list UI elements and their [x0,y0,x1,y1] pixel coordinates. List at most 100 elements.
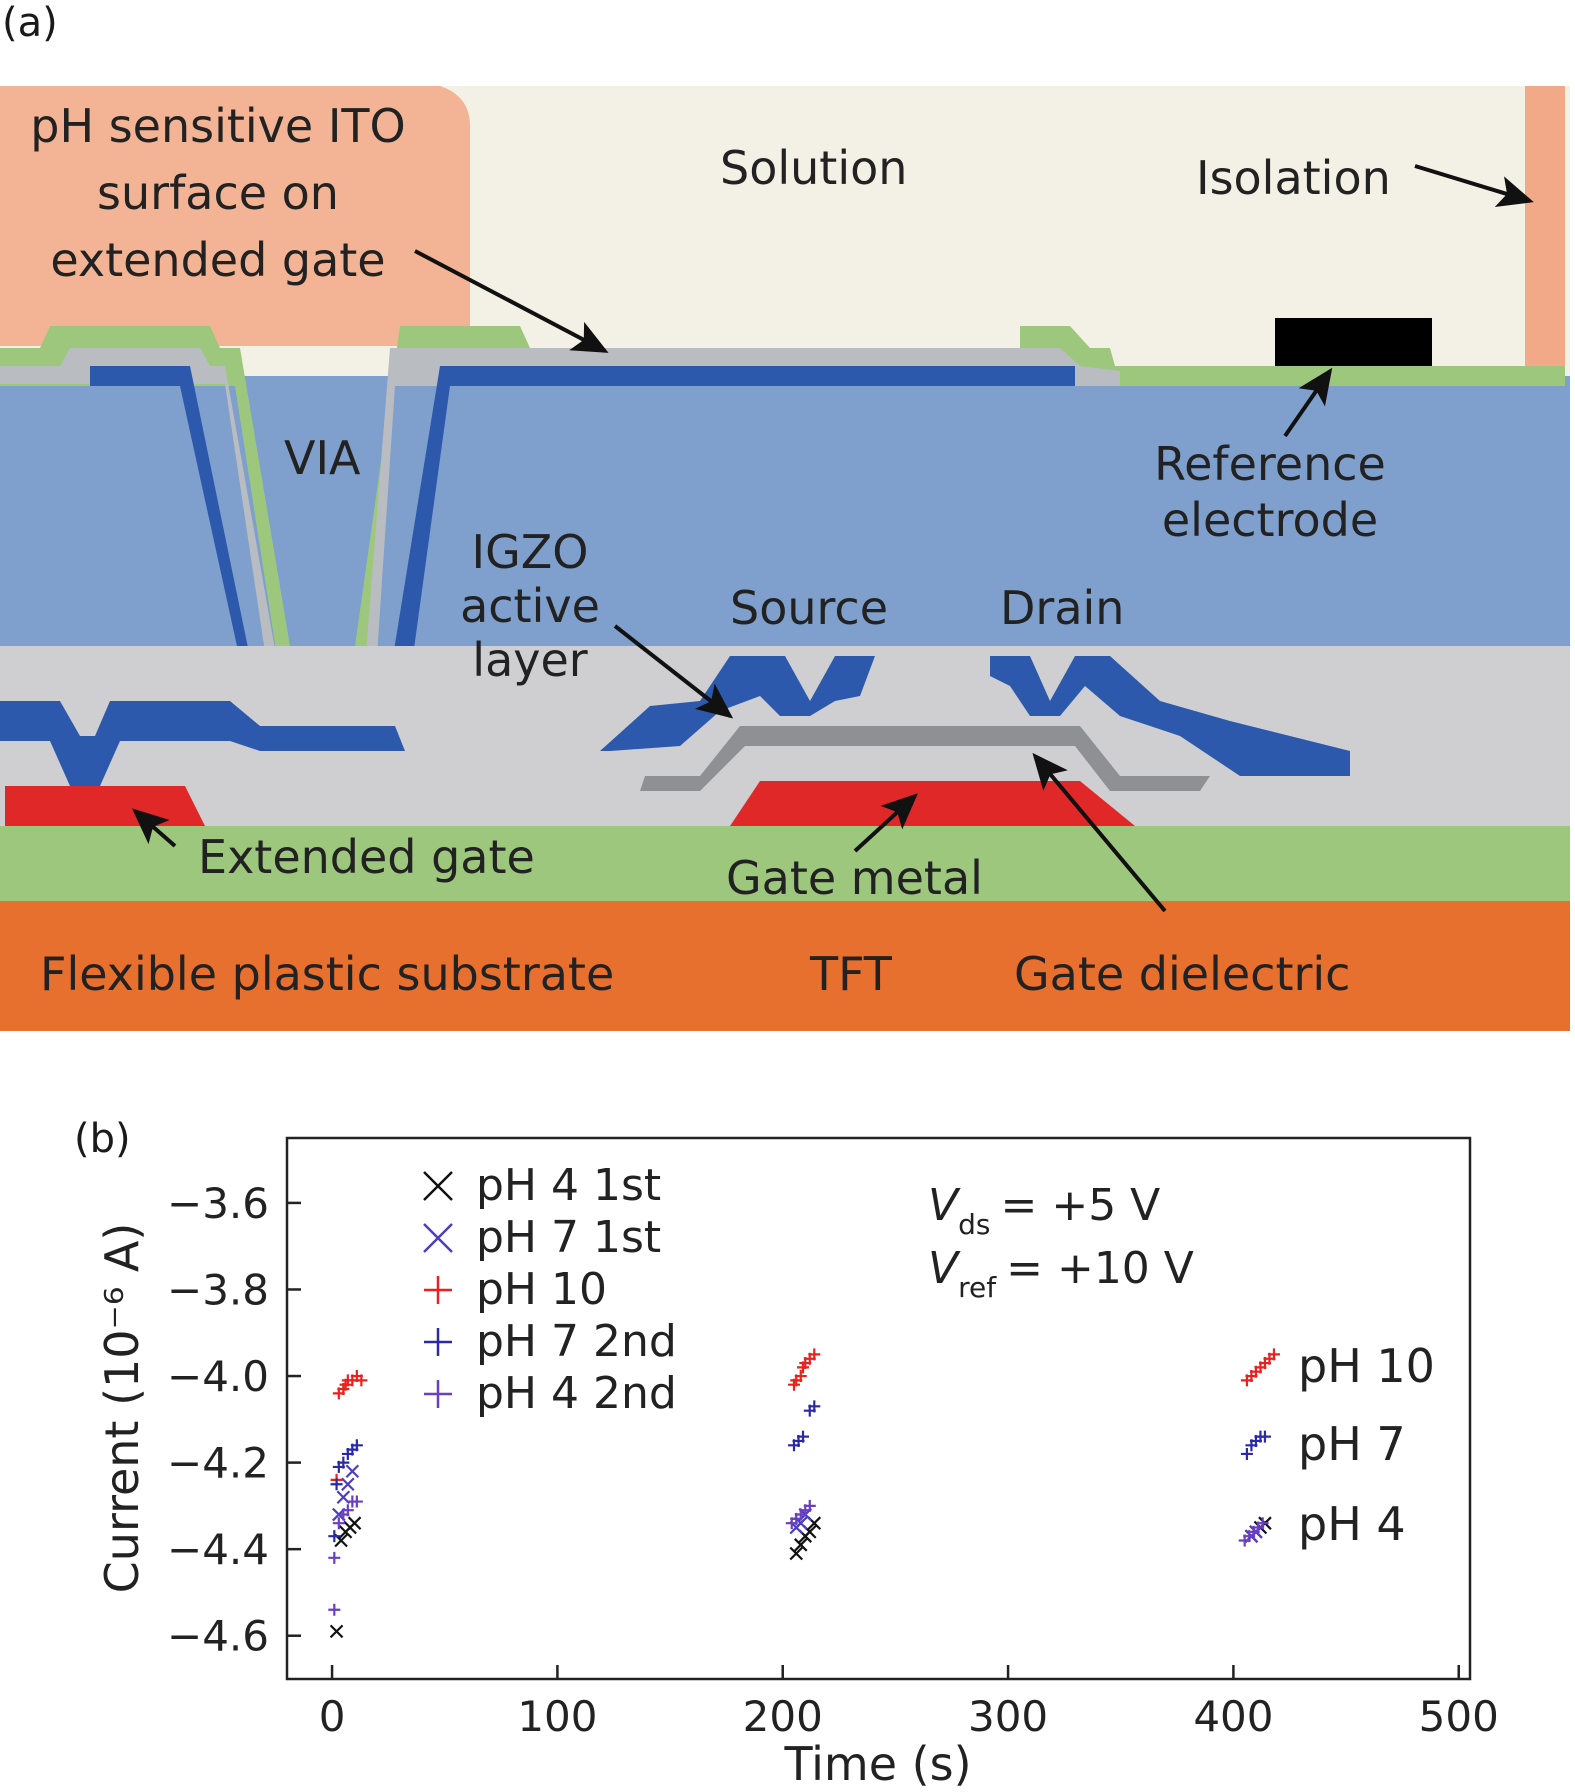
drain-metal [990,656,1350,776]
substrate-layer [0,901,1570,1031]
blue-metal-top [90,366,1075,751]
legend-label-0: pH 4 1st [476,1160,661,1211]
arrow-gate-dielectric [1032,752,1167,913]
condition-vref: Vref = +10 V [928,1243,1194,1304]
data-point-series-3 [808,1400,821,1413]
ito-label-pad [0,86,470,346]
data-point-series-3 [328,1530,341,1543]
device-cross-section [0,86,1570,1031]
label-gate-dielectric: Gate dielectric [1014,947,1351,1001]
x-tick-label: 500 [1419,1692,1499,1741]
group-label-ph4: pH 4 [1298,1497,1406,1551]
legend-label-1: pH 7 1st [476,1212,661,1263]
igzo-layer [640,726,1210,791]
data-point-series-0 [347,1516,362,1530]
label-tft: TFT [810,947,892,1001]
y-tick-label: −3.6 [167,1179,269,1228]
data-point-series-3 [337,1456,350,1469]
data-point-series-4 [328,1551,341,1564]
label-reference-line2: electrode [1161,493,1379,547]
data-point-series-0 [329,1624,344,1639]
y-axis-title: Current (10⁻⁶ A) [95,1223,149,1594]
cond2-val: = +10 V [1006,1243,1194,1294]
data-point-series-2 [1267,1348,1280,1361]
arrow-extended-gate [131,808,177,848]
current-vs-time-chart: −3.6 −3.8 −4.0 −4.2 −4.4 −4.6 0 100 200 300 400 50… [95,1136,1499,1791]
panel-b-label: (b) [74,1116,131,1162]
x-tick-label: 100 [517,1692,597,1741]
isolation-wall [1525,86,1565,371]
legend-label-2: pH 10 [476,1264,607,1315]
plot-frame [285,1136,1472,1681]
data-point-series-1 [345,1464,360,1479]
label-igzo-line2: active [460,579,600,633]
data-point-series-2 [808,1348,821,1361]
label-reference-line1: Reference [1154,437,1386,491]
legend-marker-2 [424,1276,452,1304]
label-isolation: Isolation [1196,151,1391,205]
data-point-series-4 [803,1499,816,1512]
arrow-reference [1283,367,1333,438]
label-source: Source [730,581,888,635]
label-via: VIA [284,431,361,485]
channel-bump [840,696,1010,726]
x-axis-title: Time (s) [783,1737,971,1791]
data-point-series-3 [350,1439,363,1452]
data-point-series-4 [341,1504,354,1517]
y-tick-label: −4.6 [167,1612,269,1661]
label-ito-line2: surface on [97,166,339,220]
data-point-series-3 [330,1478,343,1491]
data-point-series-0 [793,1538,808,1552]
data-point-series-3 [797,1430,810,1443]
label-igzo-line1: IGZO [471,525,589,579]
data-point-series-2 [355,1374,368,1387]
data-point-series-3 [1258,1430,1271,1443]
legend-marker-1 [423,1223,453,1253]
label-extended-gate: Extended gate [198,830,535,884]
cond2-sub: ref [958,1271,997,1304]
legend-label-3: pH 7 2nd [476,1316,677,1367]
legend-marker-3 [424,1328,452,1356]
cond2-var: V [928,1243,961,1294]
panel-a-label: (a) [2,0,58,46]
group-label-ph10: pH 10 [1298,1339,1435,1393]
extended-gate-red [5,786,205,826]
y-tick-label: −3.8 [167,1265,269,1314]
x-tick-label: 0 [319,1692,346,1741]
legend-marker-4 [424,1380,452,1408]
data-point-series-3 [1240,1447,1253,1460]
arrow-isolation [1414,164,1534,207]
label-igzo-line3: layer [472,633,588,687]
x-tick-label: 200 [743,1692,823,1741]
legend-label-4: pH 4 2nd [476,1368,677,1419]
data-point-series-4 [350,1495,363,1508]
data-point-series-4 [332,1517,345,1530]
cond1-var: V [928,1180,961,1231]
x-tick-label: 400 [1193,1692,1273,1741]
data-point-series-4 [1256,1517,1269,1530]
y-tick-label: −4.2 [167,1439,269,1488]
label-gate-metal: Gate metal [726,851,983,905]
label-substrate: Flexible plastic substrate [40,947,615,1001]
x-tick-label: 300 [968,1692,1048,1741]
label-ito-line1: pH sensitive ITO [30,99,406,153]
reference-electrode-block [1275,318,1432,366]
label-solution: Solution [720,141,908,195]
cond1-val: = +5 V [1000,1180,1160,1231]
y-tick-label: −4.4 [167,1525,269,1574]
arrow-ito [414,249,609,353]
group-label-ph7: pH 7 [1298,1417,1406,1471]
label-drain: Drain [1000,581,1125,635]
legend-marker-0 [423,1171,453,1201]
arrow-igzo [613,624,734,719]
gate-metal-red [730,781,1135,826]
data-point-series-4 [328,1603,341,1616]
y-tick-label: −4.0 [167,1352,269,1401]
data-point-series-1 [341,1477,355,1492]
data-point-series-0 [789,1546,804,1561]
data-point-series-2 [794,1370,807,1383]
cond1-sub: ds [958,1208,990,1241]
green-base-layer [0,826,1570,906]
condition-vds: Vds = +5 V [928,1180,1160,1241]
label-ito-line3: extended gate [50,233,386,287]
